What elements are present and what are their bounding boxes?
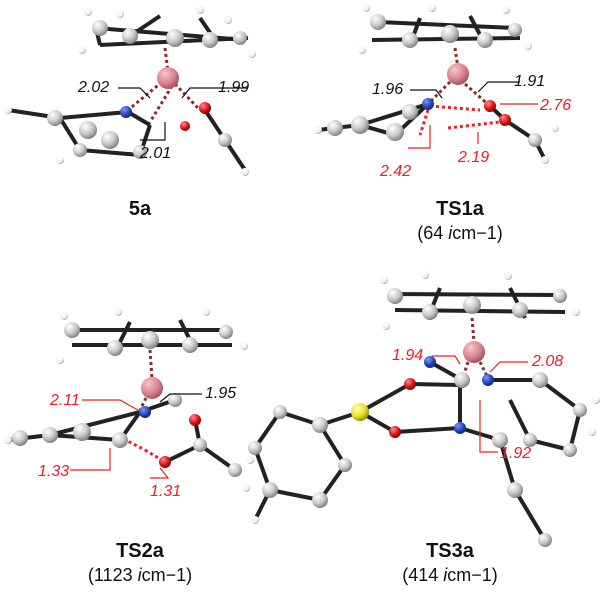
- panel-TS3a: 1.94 2.08 1.92: [248, 271, 600, 547]
- distance-label-TS2a-1: 2.11: [49, 392, 80, 409]
- distance-label-TS2a-4: 1.31: [150, 483, 181, 500]
- ligand-bonds-TS1a: [317, 102, 547, 161]
- panel-5a: 2.02 1.99 2.01: [4, 6, 256, 176]
- distance-label-TS1a-1: 1.96: [372, 81, 403, 98]
- atoms-5a: [4, 6, 256, 176]
- ts-bonds-TS1a: [418, 104, 501, 136]
- imaginary-frequency: (64 icm−1): [417, 223, 503, 243]
- distance-label-TS3a-3: 1.92: [500, 445, 531, 462]
- structure-name: TS1a: [436, 198, 484, 220]
- ligand-bonds-TS3a: [253, 360, 582, 542]
- label-5a: 5a: [95, 198, 185, 221]
- distance-label-TS1a-5: 2.19: [457, 149, 489, 166]
- structure-name: TS3a: [426, 540, 474, 562]
- label-TS3a: TS3a (414 icm−1): [365, 540, 535, 586]
- distance-label-TS1a-2: 1.91: [514, 73, 545, 90]
- metal-bonds-TS1a: [428, 47, 491, 108]
- distance-label-TS3a-2: 2.08: [531, 353, 563, 370]
- panel-TS1a: 1.96 1.91 2.76 2.42 2.19: [314, 4, 571, 180]
- structure-name: 5a: [128, 198, 152, 220]
- distance-leaders-5a: [118, 87, 248, 141]
- distance-label-5a-2: 1.99: [218, 79, 249, 96]
- imaginary-frequency: (414 icm−1): [402, 565, 498, 585]
- imaginary-frequency: (1123 icm−1): [87, 565, 193, 585]
- distance-leaders-TS2a: [70, 393, 202, 479]
- label-TS2a: TS2a (1123 icm−1): [50, 540, 230, 586]
- distance-label-5a-3: 2.01: [139, 145, 171, 162]
- atoms-TS2a: [4, 308, 254, 492]
- structure-name: TS2a: [116, 540, 164, 562]
- distance-leaders-TS1a: [408, 81, 538, 149]
- distance-label-TS2a-3: 1.33: [38, 463, 69, 480]
- panel-TS2a: 2.11 1.95 1.33 1.31: [4, 308, 254, 500]
- label-TS1a: TS1a (64 icm−1): [380, 198, 540, 244]
- atoms-TS3a: [248, 271, 600, 547]
- atoms-TS1a: [314, 4, 559, 164]
- distance-label-TS1a-3: 2.76: [539, 97, 571, 114]
- distance-label-TS1a-4: 2.42: [379, 163, 411, 180]
- distance-label-TS2a-2: 1.95: [205, 385, 236, 402]
- distance-label-5a-1: 2.02: [77, 79, 109, 96]
- distance-label-TS3a-1: 1.94: [392, 347, 423, 364]
- distance-leaders-TS3a: [432, 355, 528, 453]
- ligand-bonds-5a: [7, 108, 247, 172]
- metal-bonds-TS2a: [138, 349, 154, 411]
